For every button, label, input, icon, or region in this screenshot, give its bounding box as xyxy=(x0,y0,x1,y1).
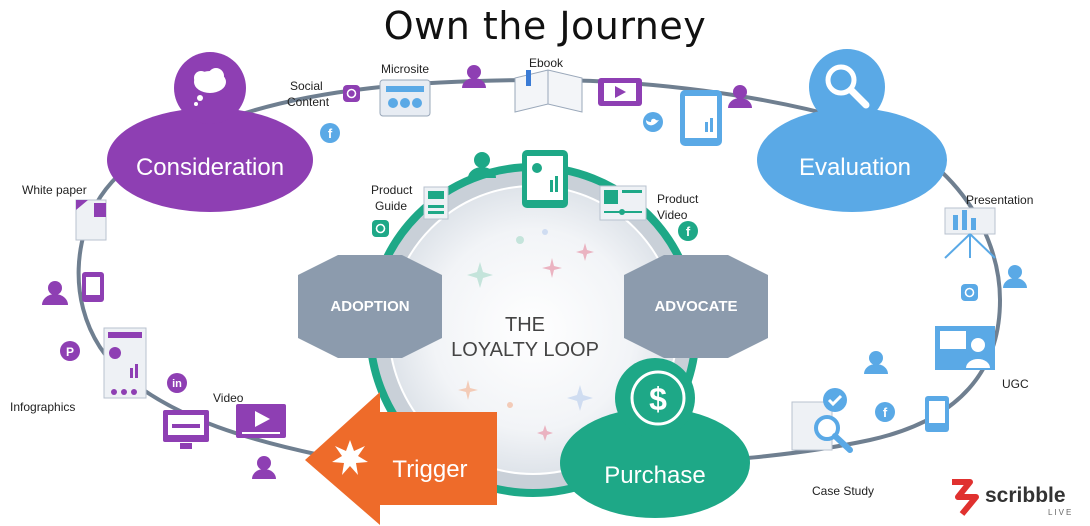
consideration-bubble xyxy=(107,52,313,212)
ebook-label: Ebook xyxy=(529,56,564,70)
linkedin-icon: in xyxy=(167,373,187,393)
dollar-icon: $ xyxy=(649,381,667,417)
magnifier-icon xyxy=(825,64,870,109)
evaluation-bubble xyxy=(757,49,947,212)
infographic-icon xyxy=(103,327,147,399)
white-paper-label: White paper xyxy=(22,183,87,197)
sparkle-decoration xyxy=(458,229,594,441)
white-paper-icon xyxy=(75,199,107,241)
case-study-icon xyxy=(791,388,853,453)
svg-text:P: P xyxy=(66,345,74,359)
loop-title-line1: THE xyxy=(505,314,545,336)
person-icon-loop xyxy=(468,152,496,178)
pinterest-icon: P xyxy=(60,341,80,361)
ebook-icon xyxy=(514,69,583,113)
thought-cloud-icon xyxy=(194,68,226,106)
person-icon-evaluation xyxy=(728,85,752,108)
product-video-label-2: Video xyxy=(657,208,688,222)
case-study-label: Case Study xyxy=(812,484,875,498)
page-title: Own the Journey xyxy=(383,4,707,48)
phone-icon-left xyxy=(82,272,104,302)
phone-icon-right xyxy=(925,396,949,432)
burst-icon xyxy=(332,440,368,475)
adoption-hex xyxy=(298,255,442,358)
svg-text:in: in xyxy=(172,378,182,390)
person-icon-case xyxy=(864,351,888,374)
instagram-icon-right xyxy=(961,284,978,301)
purchase-label: Purchase xyxy=(604,462,706,489)
facebook-icon-social: f xyxy=(320,123,340,143)
social-content-label-1: Social xyxy=(290,79,323,93)
svg-text:f: f xyxy=(328,126,333,141)
product-video-icon xyxy=(599,185,647,221)
consideration-label: Consideration xyxy=(135,154,285,181)
ugc-label: UGC xyxy=(1002,377,1029,391)
infographics-label: Infographics xyxy=(10,400,76,414)
facebook-icon-right: f xyxy=(875,402,895,422)
product-guide-label-1: Product xyxy=(371,183,413,197)
tablet-icon xyxy=(680,90,722,146)
monitor-icon xyxy=(163,410,209,449)
twitter-icon xyxy=(643,112,663,132)
facebook-icon-video: f xyxy=(678,221,698,241)
social-content-label-2: Content xyxy=(287,95,330,109)
ugc-icon xyxy=(935,326,995,370)
presentation-label: Presentation xyxy=(966,193,1034,207)
advocate-hex xyxy=(624,255,768,358)
adoption-label: ADOPTION xyxy=(330,298,410,315)
product-video-label-1: Product xyxy=(657,192,699,206)
person-icon-trigger xyxy=(252,456,276,479)
microsite-icon xyxy=(379,79,431,117)
purchase-bubble: $ xyxy=(560,358,750,518)
video-icon-bottom xyxy=(236,404,286,438)
trigger-label: Trigger xyxy=(392,456,468,483)
video-label: Video xyxy=(213,391,244,405)
person-icon-left xyxy=(42,281,68,305)
center-tablet-icon xyxy=(522,150,568,208)
video-player-icon xyxy=(598,78,642,106)
person-icon-right xyxy=(1003,265,1027,288)
logo-name: scribble xyxy=(985,484,1066,507)
instagram-icon-social xyxy=(343,85,360,102)
advocate-label: ADVOCATE xyxy=(654,298,738,315)
instagram-icon-guide xyxy=(372,220,389,237)
microsite-label: Microsite xyxy=(381,62,430,76)
loop-title-line2: LOYALTY LOOP xyxy=(451,339,599,361)
logo-sub: LIVE xyxy=(1048,508,1074,517)
trigger-arrow xyxy=(305,392,497,525)
product-guide-icon xyxy=(423,186,449,220)
scribble-logo-mark xyxy=(952,479,979,516)
svg-text:f: f xyxy=(883,405,888,420)
evaluation-label: Evaluation xyxy=(798,154,912,181)
presentation-icon xyxy=(944,207,996,259)
svg-text:f: f xyxy=(686,224,691,239)
person-icon-top xyxy=(462,65,486,88)
product-guide-label-2: Guide xyxy=(375,199,408,213)
